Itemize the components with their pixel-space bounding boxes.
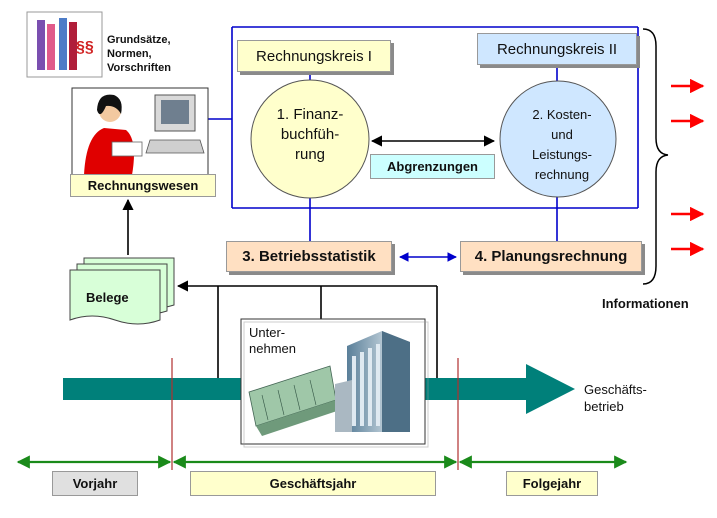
accounting-system-frame	[208, 26, 639, 241]
company-picture	[240, 318, 429, 448]
guidelines-text: Grundsätze, Normen, Vorschriften	[107, 34, 171, 74]
delimitation-label: Abgrenzungen	[370, 154, 495, 179]
information-label: Informationen	[602, 296, 689, 311]
paragraph-icon: §§	[76, 39, 94, 56]
year-dividers	[171, 358, 459, 470]
vouchers-stack	[69, 257, 175, 325]
fiscal-year-label: Geschäftsjahr	[190, 471, 436, 496]
accountant-picture	[71, 87, 209, 176]
financial-accounting-circle	[250, 79, 370, 199]
cost-accounting-text: 2. Kosten- und Leistungs- rechnung	[532, 107, 592, 182]
planning-label: 4. Planungsrechnung	[460, 241, 642, 272]
guidelines-icon: §§	[26, 11, 103, 78]
circuit-1-label: Rechnungskreis I	[237, 40, 391, 72]
business-operation-label: Geschäfts- betrieb	[584, 382, 647, 414]
following-year-label: Folgejahr	[506, 471, 598, 496]
cost-accounting-circle	[499, 80, 617, 198]
document-flow-lines	[176, 280, 438, 378]
vouchers-label: Belege	[86, 290, 129, 305]
company-label: Unter- nehmen	[249, 325, 296, 356]
financial-accounting-text: 1. Finanz- buchfüh- rung	[276, 106, 344, 163]
information-brace	[642, 28, 669, 285]
accounting-dept-label: Rechnungswesen	[70, 174, 216, 197]
circuit-2-label: Rechnungskreis II	[477, 33, 637, 65]
statistics-label: 3. Betriebsstatistik	[226, 241, 392, 272]
information-arrows	[671, 78, 705, 257]
previous-year-label: Vorjahr	[52, 471, 138, 496]
